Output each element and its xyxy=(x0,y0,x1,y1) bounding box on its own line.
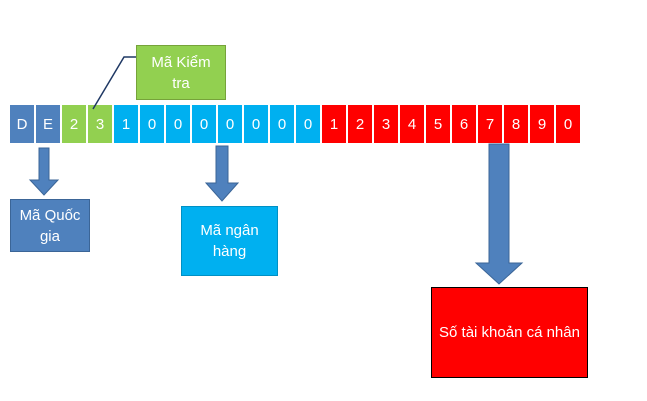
account-number-cell: 6 xyxy=(452,105,478,143)
bank-code-label: Mã ngân hàng xyxy=(181,206,278,276)
bank-code-cell: 0 xyxy=(296,105,322,143)
account-number-cell: 7 xyxy=(478,105,504,143)
down-arrow-icon xyxy=(204,145,240,202)
check-digits-label-line2: tra xyxy=(172,74,190,92)
account-number-label-text: Số tài khoản cá nhân xyxy=(439,324,580,341)
bank-code-cell: 0 xyxy=(192,105,218,143)
down-arrow-icon xyxy=(28,147,60,196)
account-number-cell: 3 xyxy=(374,105,400,143)
check-digits-label-line1: Mã Kiểm xyxy=(151,53,211,71)
check-digits-label: Mã Kiểm tra xyxy=(136,45,226,100)
bank-code-cell: 0 xyxy=(140,105,166,143)
check-digit-cell: 2 xyxy=(62,105,88,143)
account-number-cell: 0 xyxy=(556,105,582,143)
check-callout-line xyxy=(92,56,136,110)
account-number-label: Số tài khoản cá nhân xyxy=(431,287,588,378)
account-number-cell: 4 xyxy=(400,105,426,143)
down-arrow-icon xyxy=(474,143,524,285)
bank-code-cell: 1 xyxy=(114,105,140,143)
country-cell: E xyxy=(36,105,62,143)
bank-code-label-line1: Mã ngân xyxy=(200,222,259,239)
account-number-cell: 5 xyxy=(426,105,452,143)
iban-number-bar: D E 2 3 1 0 0 0 0 0 0 0 1 2 3 4 5 6 7 8 … xyxy=(10,105,634,143)
country-code-label: Mã Quốc gia xyxy=(10,199,90,252)
bank-code-cell: 0 xyxy=(244,105,270,143)
account-number-cell: 8 xyxy=(504,105,530,143)
country-code-label-line2: gia xyxy=(39,227,60,245)
account-number-cell: 9 xyxy=(530,105,556,143)
bank-code-cell: 0 xyxy=(270,105,296,143)
country-cell: D xyxy=(10,105,36,143)
account-number-cell: 1 xyxy=(322,105,348,143)
country-code-label-line1: Mã Quốc xyxy=(19,206,81,224)
account-number-cell: 2 xyxy=(348,105,374,143)
bank-code-label-line2: hàng xyxy=(212,243,247,260)
bank-code-cell: 0 xyxy=(218,105,244,143)
bank-code-cell: 0 xyxy=(166,105,192,143)
check-digit-cell: 3 xyxy=(88,105,114,143)
